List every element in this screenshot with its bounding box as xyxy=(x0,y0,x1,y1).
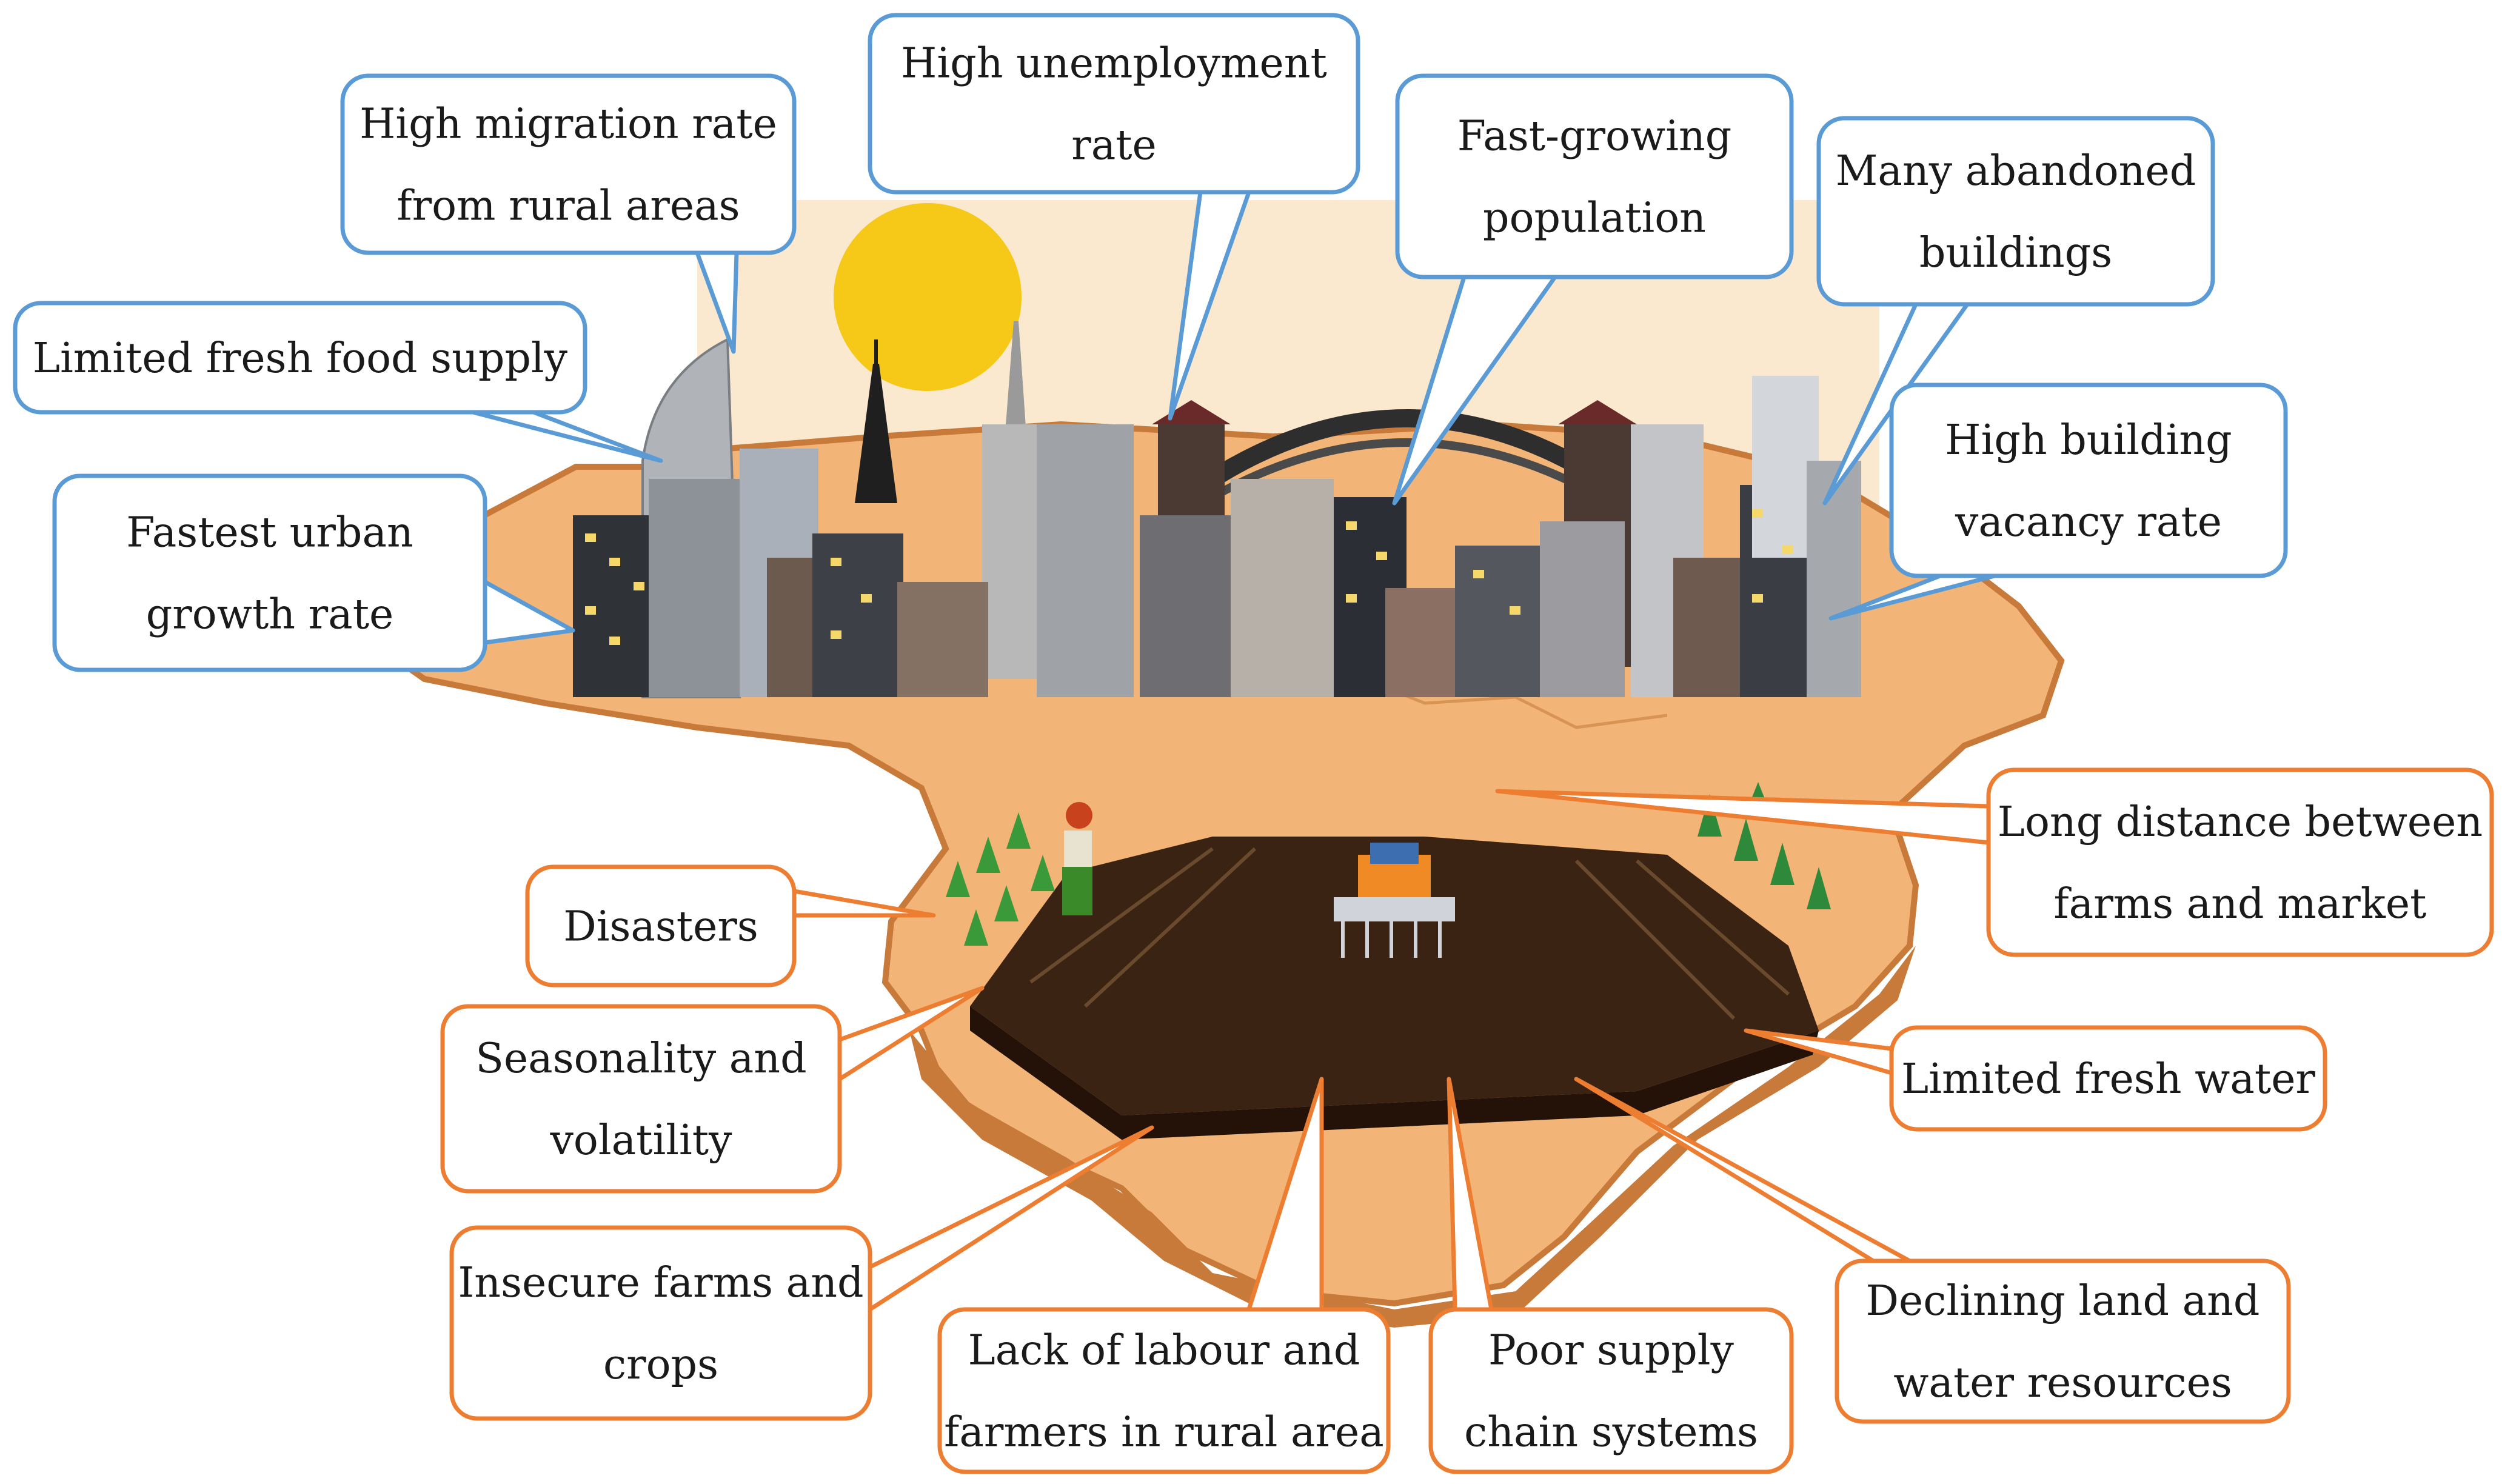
callout-text: Insecure farms and xyxy=(458,1259,863,1307)
callout-text: Fastest urban xyxy=(126,509,413,557)
callout-abandoned: Many abandoned buildings xyxy=(1816,116,2215,506)
callout-box xyxy=(1428,1307,1794,1474)
callout-box xyxy=(1986,767,2494,957)
callout-food: Limited fresh food supply xyxy=(13,301,663,463)
callout-text: water resources xyxy=(1893,1359,2232,1407)
callout-box xyxy=(1835,1258,2291,1424)
callout-population: Fast-growing population xyxy=(1392,73,1794,506)
callout-text: Long distance between xyxy=(1998,798,2483,846)
callout-unemployment: High unemployment rate xyxy=(868,13,1360,421)
callout-box xyxy=(13,301,587,415)
tractor xyxy=(1334,843,1455,958)
callout-box xyxy=(340,73,797,255)
callout-box xyxy=(449,1225,872,1421)
tower-left xyxy=(855,339,897,503)
callout-text: rate xyxy=(1071,122,1157,170)
callout-disasters: Disasters xyxy=(525,864,936,988)
farmer xyxy=(1062,802,1092,915)
callout-supply: Poor supply chain systems xyxy=(1428,1077,1794,1474)
callout-text: buildings xyxy=(1919,229,2112,277)
callout-box xyxy=(440,1004,842,1194)
callout-box xyxy=(1395,73,1794,279)
callout-box xyxy=(868,13,1360,195)
callout-distance: Long distance between farms and market xyxy=(1495,767,2494,957)
callout-text: Lack of labour and xyxy=(968,1327,1360,1375)
lit-windows xyxy=(585,509,1793,645)
callout-text: growth rate xyxy=(146,591,394,639)
callout-water: Limited fresh water xyxy=(1744,1025,2327,1132)
callout-text: High migration rate xyxy=(360,101,777,149)
callout-text: High unemployment xyxy=(901,40,1327,88)
callout-text: Seasonality and xyxy=(475,1035,806,1083)
farm-field xyxy=(970,837,1819,1115)
callout-text: Poor supply xyxy=(1488,1327,1734,1375)
callout-declining: Declining land and water resources xyxy=(1574,1077,2291,1424)
callout-text: volatility xyxy=(550,1117,733,1165)
callout-box xyxy=(937,1307,1391,1474)
city-skyline xyxy=(573,376,1861,697)
callout-text: Limited fresh food supply xyxy=(33,335,568,383)
sun xyxy=(834,203,1022,391)
callout-text: population xyxy=(1483,195,1706,242)
callout-seasonality: Seasonality and volatility xyxy=(440,986,985,1194)
callout-growth: Fastest urban growth rate xyxy=(52,473,575,672)
callout-text: Limited fresh water xyxy=(1901,1055,2315,1103)
callout-vacancy: High building vacancy rate xyxy=(1828,383,2288,621)
land-shadow xyxy=(909,946,1916,1328)
callout-box xyxy=(1816,116,2215,307)
callout-pointer xyxy=(470,410,663,463)
callout-text: crops xyxy=(603,1341,718,1389)
callout-text: Declining land and xyxy=(1866,1277,2260,1325)
crop-rows xyxy=(1029,847,1790,1020)
farm-field-edge xyxy=(970,1006,1819,1140)
callout-migration: High migration rate from rural areas xyxy=(340,73,797,354)
callout-box xyxy=(525,864,797,988)
callout-text: farms and market xyxy=(2054,880,2427,928)
callout-text: farmers in rural area xyxy=(944,1409,1384,1457)
callout-text: vacancy rate xyxy=(1955,498,2222,546)
callout-text: Fast-growing xyxy=(1457,113,1732,161)
crop-plants-left xyxy=(946,812,1055,946)
callout-text: chain systems xyxy=(1464,1409,1758,1457)
callout-text: from rural areas xyxy=(396,182,740,230)
callout-labour: Lack of labour and farmers in rural area xyxy=(937,1077,1391,1474)
callout-insecure: Insecure farms and crops xyxy=(449,1125,1154,1421)
callout-text: High building xyxy=(1945,416,2232,464)
callout-box xyxy=(1889,383,2288,578)
callout-box xyxy=(52,473,487,672)
callout-text: Many abandoned xyxy=(1836,147,2196,195)
callout-box xyxy=(1889,1025,2327,1132)
callout-text: Disasters xyxy=(563,903,758,951)
